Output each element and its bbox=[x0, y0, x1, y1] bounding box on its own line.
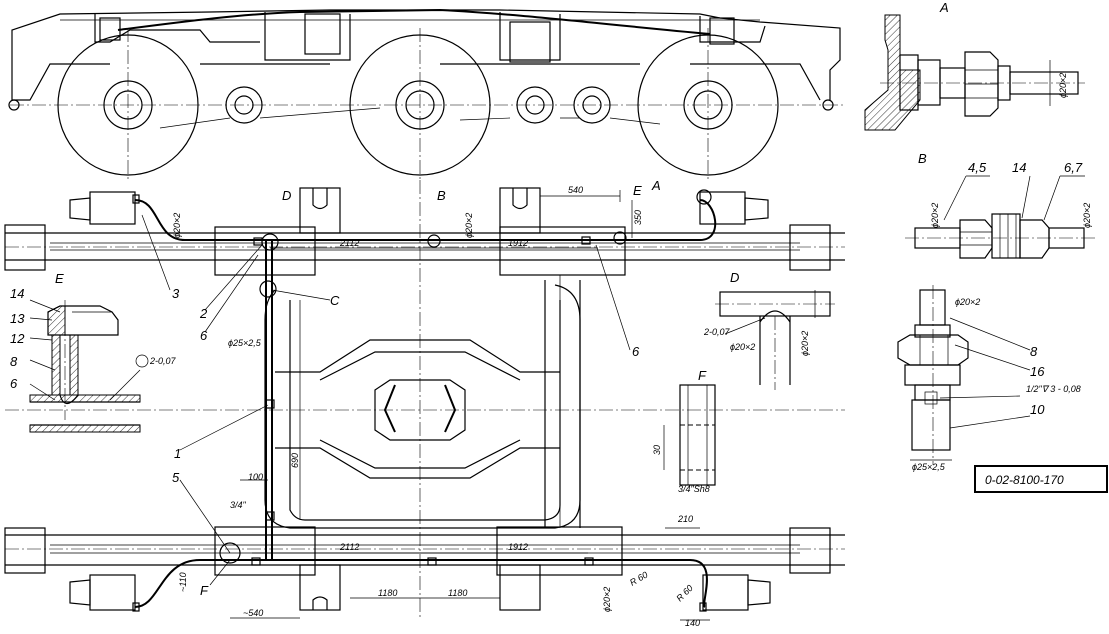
callout-17: 14 bbox=[10, 286, 24, 301]
dim-20x2-a: ϕ20×2 bbox=[1058, 73, 1068, 98]
dim-r60-a: R 60 bbox=[628, 570, 649, 588]
letter-d: D bbox=[282, 188, 291, 203]
view-title-a: A bbox=[939, 0, 949, 15]
view-title-b: B bbox=[918, 151, 927, 166]
dim-20x2-b-left: ϕ20×2 bbox=[930, 203, 940, 228]
letter-c: C bbox=[330, 293, 340, 308]
title-box bbox=[974, 465, 1108, 493]
dim-540-bot: ~540 bbox=[243, 608, 263, 618]
dim-20x2-d-b: ϕ20×2 bbox=[800, 331, 810, 356]
dim-20x2-c: ϕ20×2 bbox=[955, 297, 980, 307]
detail-c-view bbox=[897, 285, 1031, 465]
plan-view bbox=[4, 180, 845, 621]
detail-f-view bbox=[663, 384, 716, 486]
drawing-number: 0-02-8100-170 bbox=[985, 473, 1064, 487]
dim-1180-b: 1180 bbox=[448, 588, 467, 598]
dim-20x2-top-mid: ϕ20×2 bbox=[464, 213, 474, 238]
letter-a: A bbox=[651, 178, 661, 193]
callout-14: 14 bbox=[1012, 160, 1026, 175]
letter-b: B bbox=[437, 188, 446, 203]
detail-e-view bbox=[29, 299, 149, 433]
dim-140: 140 bbox=[685, 618, 700, 628]
callout-6-7: 6,7 bbox=[1064, 160, 1083, 175]
thread-callout: 1/2"∇ 3 - 0,08 bbox=[1026, 384, 1081, 394]
dim-100: 100 bbox=[248, 472, 263, 482]
dim-20x2-d-a: ϕ20×2 bbox=[730, 342, 755, 352]
dim-540-top: 540 bbox=[568, 185, 583, 195]
letter-f: F bbox=[200, 583, 209, 598]
dim-3-4: 3/4" bbox=[230, 500, 247, 510]
detail-a-view bbox=[864, 14, 1085, 131]
callout-3: 3 bbox=[172, 286, 180, 301]
dim-210: 210 bbox=[677, 514, 693, 524]
callout-16: 13 bbox=[10, 311, 25, 326]
dim-1912-top: 1912 bbox=[508, 238, 528, 248]
dim-20x2-b-right: ϕ20×2 bbox=[1082, 203, 1092, 228]
callout-6-e: 6 bbox=[10, 376, 18, 391]
dim-30: 30 bbox=[652, 445, 662, 455]
view-title-f: F bbox=[698, 368, 707, 383]
callout-1: 1 bbox=[174, 446, 181, 461]
dim-3-4-sh8: 3/4"Sh8 bbox=[678, 484, 710, 494]
dim-2112-top: 2112 bbox=[339, 238, 359, 248]
side-elevation-view bbox=[8, 8, 845, 180]
dim-350: 350 bbox=[633, 210, 643, 225]
callout-4: 6 bbox=[200, 328, 208, 343]
callout-4-5: 4,5 bbox=[968, 160, 987, 175]
weld-mark-d: 2-0,07 bbox=[703, 327, 731, 337]
callout-5: 5 bbox=[172, 470, 180, 485]
dim-25x25-plan: ϕ25×2,5 bbox=[228, 338, 262, 348]
dim-2112-bot: 2112 bbox=[339, 542, 359, 552]
dim-1180-a: 1180 bbox=[378, 588, 397, 598]
dim-25x25-c: ϕ25×2,5 bbox=[912, 462, 946, 472]
callout-13: 16 bbox=[1030, 364, 1045, 379]
dim-110: ~110 bbox=[178, 572, 188, 592]
callout-15: 12 bbox=[10, 331, 25, 346]
dim-690: 690 bbox=[290, 453, 300, 468]
callout-8: 8 bbox=[1030, 344, 1038, 359]
callout-12: 8 bbox=[10, 354, 18, 369]
callout-6: 6 bbox=[632, 344, 640, 359]
dim-1912-bot: 1912 bbox=[508, 542, 528, 552]
view-title-d: D bbox=[730, 270, 739, 285]
dim-20x2-bot: ϕ20×2 bbox=[602, 587, 612, 612]
detail-b-view bbox=[905, 175, 1095, 259]
dim-r60-b: R 60 bbox=[674, 583, 695, 604]
dim-20x2-top-left: ϕ20×2 bbox=[172, 213, 182, 238]
detail-d-view bbox=[715, 290, 835, 390]
letter-e: E bbox=[633, 183, 642, 198]
callout-10: 10 bbox=[1030, 402, 1045, 417]
view-title-e: E bbox=[55, 271, 64, 286]
weld-mark-e: 2-0,07 bbox=[149, 356, 177, 366]
callout-2: 2 bbox=[199, 306, 208, 321]
